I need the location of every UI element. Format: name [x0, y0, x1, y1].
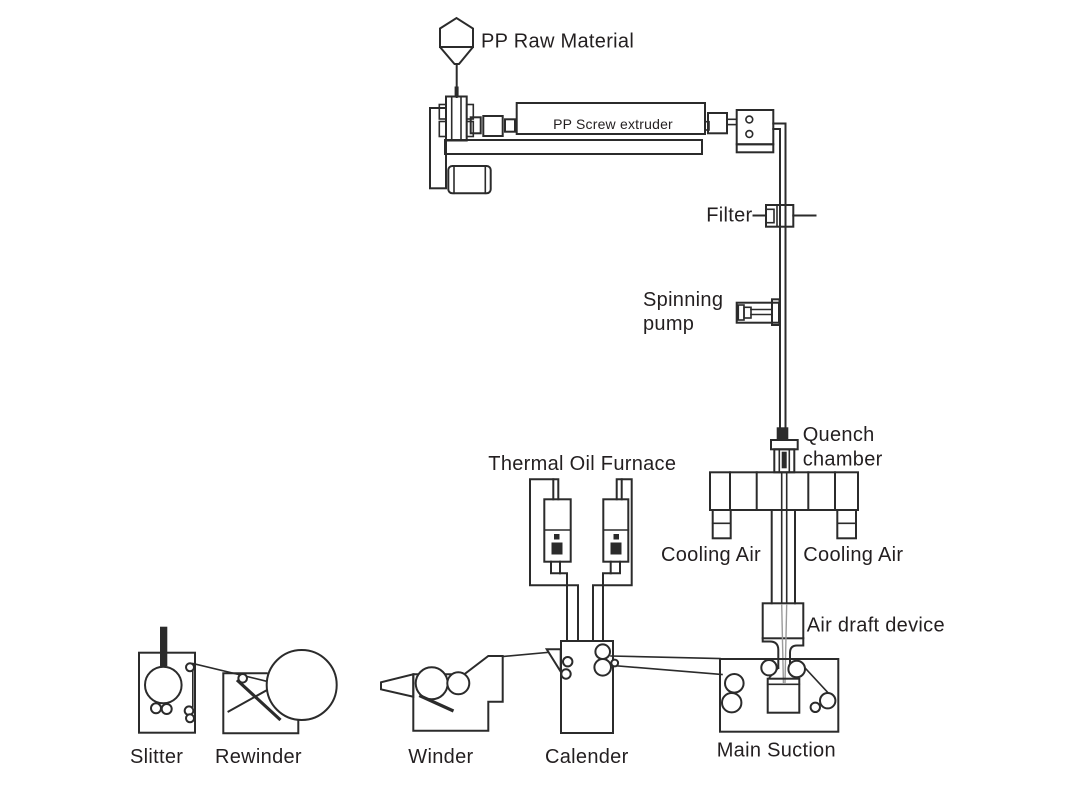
quench-chamber-icon	[709, 471, 859, 605]
spinning-pump-label-line2: pump	[643, 313, 694, 335]
web-path-suction-to-calender	[610, 655, 723, 676]
air-draft-device-label: Air draft device	[807, 615, 945, 637]
quench-chamber-label-line2: chamber	[803, 449, 883, 471]
calender-icon	[544, 640, 620, 734]
winder-label: Winder	[408, 746, 473, 768]
filament-lines-icon	[781, 603, 788, 684]
pp-screw-extruder-icon	[429, 95, 775, 195]
thermal-oil-furnace-label: Thermal Oil Furnace	[488, 453, 676, 475]
filter-label: Filter	[706, 205, 752, 227]
pp-raw-material-hopper-icon	[439, 16, 474, 98]
spinning-pump-label-line1: Spinning	[643, 289, 723, 311]
quench-chamber-label-line1: Quench	[803, 424, 875, 446]
rewinder-icon	[222, 649, 338, 735]
spinning-pump-icon	[735, 298, 781, 326]
main-suction-label: Main Suction	[717, 740, 836, 762]
thermal-oil-furnace-icon	[529, 478, 633, 642]
calender-label: Calender	[545, 746, 629, 768]
cooling-air-right-label: Cooling Air	[803, 544, 903, 566]
main-suction-icon	[719, 658, 840, 733]
spinneret-icon	[770, 427, 799, 474]
winder-icon	[380, 655, 504, 732]
cooling-air-left-label: Cooling Air	[661, 544, 761, 566]
web-path-calender-to-winder	[502, 651, 548, 658]
slitter-icon	[138, 626, 196, 734]
pp-raw-material-label: PP Raw Material	[481, 31, 634, 53]
melt-pipe-icon	[772, 122, 787, 429]
slitter-label: Slitter	[130, 746, 183, 768]
pp-screw-extruder-label: PP Screw extruder	[553, 116, 673, 132]
filter-icon	[752, 204, 817, 228]
rewinder-label: Rewinder	[215, 746, 302, 768]
